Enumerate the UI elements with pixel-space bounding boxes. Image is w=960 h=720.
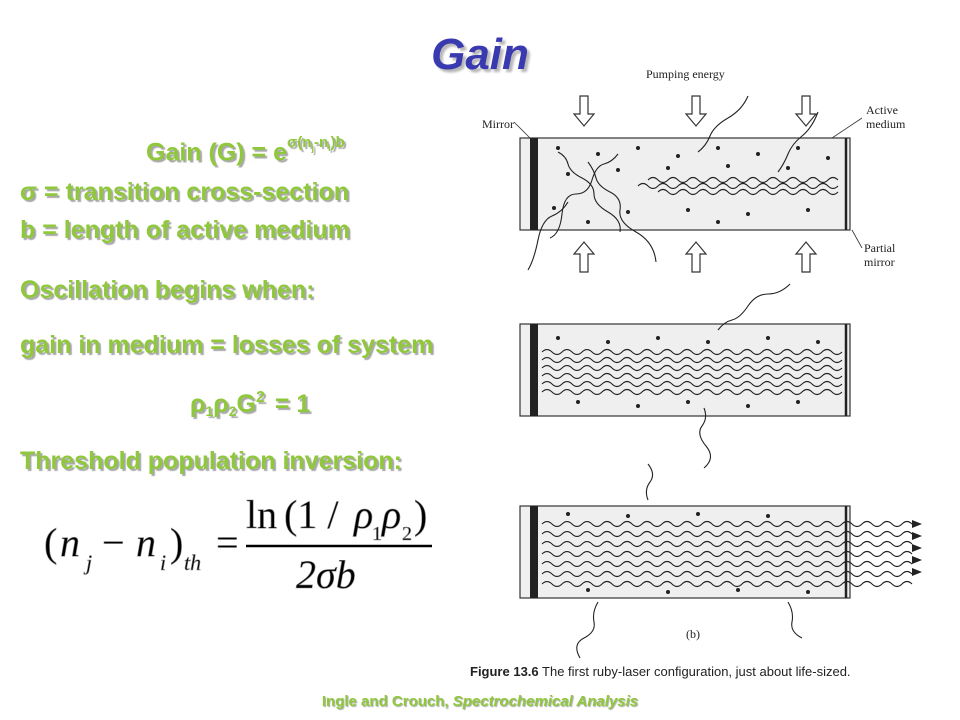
slide-title: Gain [431, 30, 529, 79]
label-mirror: Mirror [482, 117, 514, 131]
svg-text:−: − [102, 520, 125, 565]
label-partial-1: Partial [864, 241, 896, 255]
svg-text:n: n [136, 520, 156, 565]
svg-text:(1 /: (1 / [284, 492, 339, 537]
gain-formula-label: Gain (G) = e [146, 138, 288, 167]
label-active-1: Active [866, 103, 898, 117]
inversion-equation: ( n j − n i ) th = ln (1 / ρ 1 ρ 2 ) 2σb [44, 492, 432, 597]
svg-text:i: i [160, 550, 166, 575]
gain-exponent: σ(nj-ni)b [287, 134, 345, 153]
svg-text:): ) [170, 520, 183, 565]
atoms [552, 146, 830, 594]
gain-formula: Gain (G) = eσ(nj-ni)b [146, 134, 345, 167]
threshold-equation: ρ1ρ2G2= 1 [190, 389, 311, 419]
svg-text:n: n [60, 520, 80, 565]
output-arrows [912, 520, 922, 576]
svg-text:(: ( [44, 520, 57, 565]
svg-text:=: = [216, 520, 239, 565]
svg-text:ρ: ρ [352, 492, 373, 537]
definition-b: b = length of active medium [20, 216, 350, 244]
svg-text:ρ: ρ [380, 492, 401, 537]
svg-text:j: j [83, 550, 92, 575]
threshold-heading: Threshold population inversion: [20, 447, 402, 475]
label-partial-2: mirror [864, 255, 895, 269]
label-pumping-energy: Pumping energy [646, 67, 725, 81]
photon-waves [527, 95, 913, 659]
citation: Ingle and Crouch, Spectrochemical Analys… [321, 693, 639, 710]
figure-caption: Figure 13.6 The first ruby-laser configu… [470, 664, 851, 679]
svg-text:2σb: 2σb [296, 552, 356, 597]
svg-text:th: th [184, 550, 201, 575]
definition-sigma: σ = transition cross-section [20, 178, 349, 206]
label-panel-b: (b) [686, 627, 700, 641]
svg-text:ln: ln [246, 492, 277, 537]
pump-arrows [572, 95, 818, 273]
oscillation-condition: gain in medium = losses of system [20, 331, 434, 359]
label-active-2: medium [866, 117, 906, 131]
svg-text:): ) [414, 492, 427, 537]
oscillation-heading: Oscillation begins when: [20, 276, 315, 304]
svg-text:2: 2 [402, 523, 412, 545]
svg-text:1: 1 [372, 523, 382, 545]
ruby-laser-figure: Pumping energy Mirror Active medium Part… [482, 67, 922, 659]
